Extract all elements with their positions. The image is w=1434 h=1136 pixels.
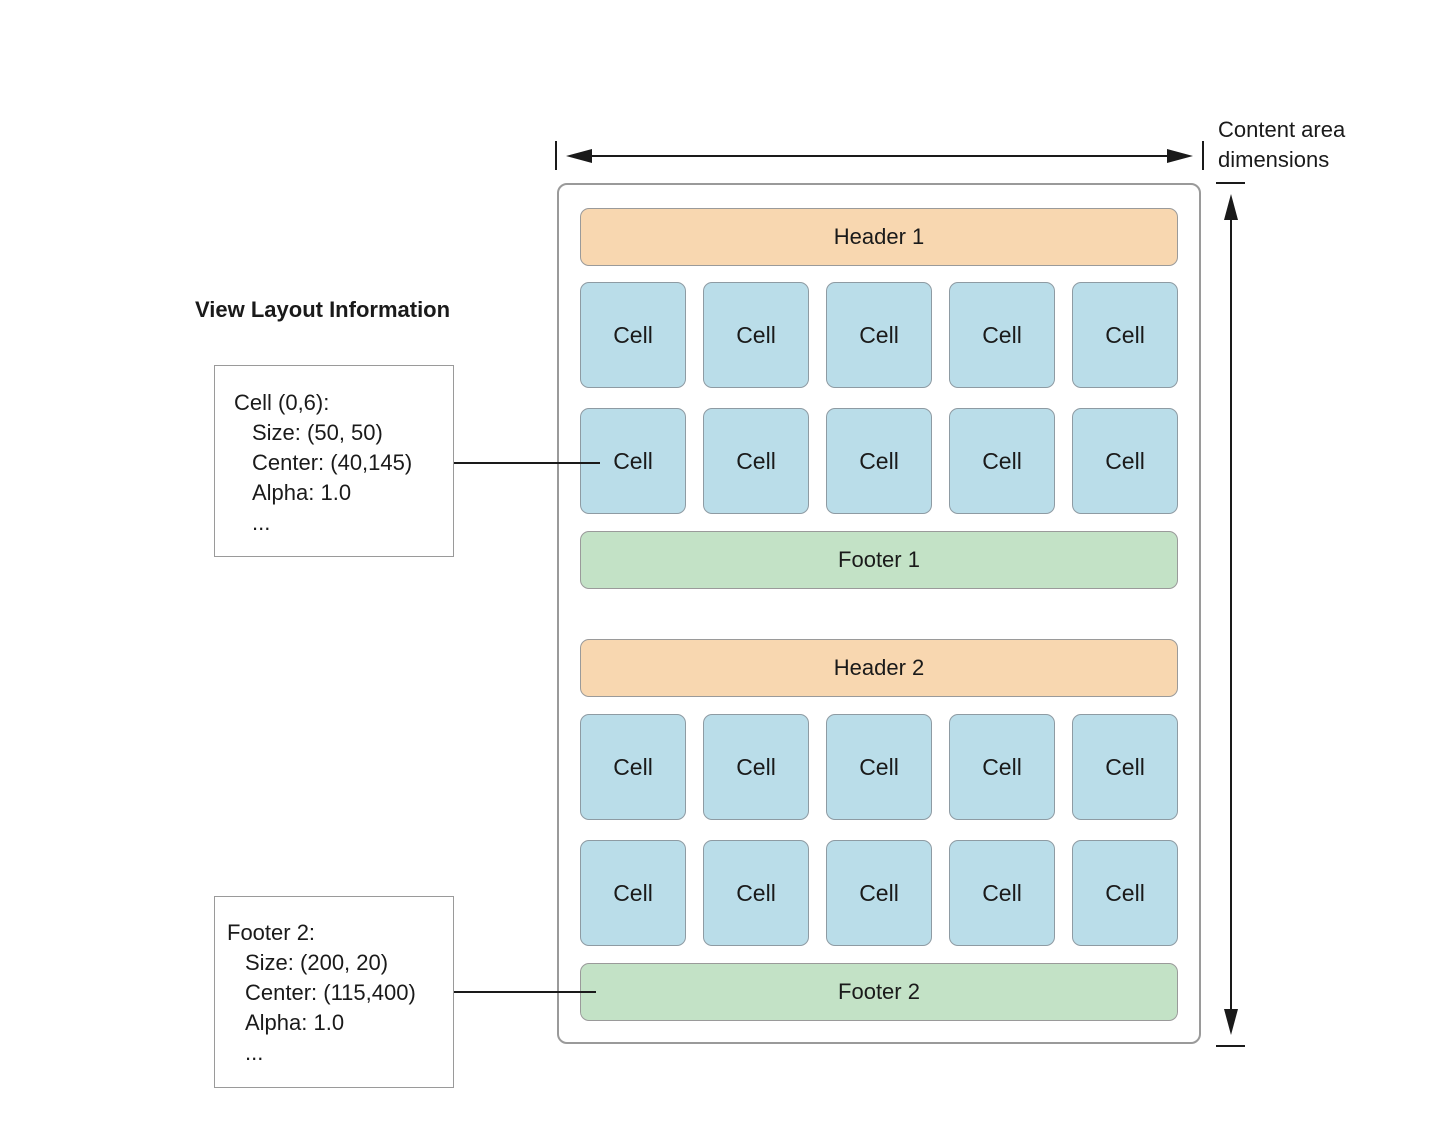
arrowhead-right: [1167, 149, 1193, 163]
dimension-label-line-2: dimensions: [1218, 147, 1330, 172]
info-center: Center: (40,145): [252, 450, 413, 475]
cell: Cell: [826, 840, 932, 946]
info-ellipsis: ...: [252, 510, 271, 535]
cell: Cell: [703, 282, 809, 388]
cell: Cell: [826, 282, 932, 388]
info-size: Size: (200, 20): [245, 950, 389, 975]
section-header-2: Header 2: [580, 639, 1178, 697]
cell: Cell: [949, 714, 1055, 820]
cell: Cell: [1072, 282, 1178, 388]
cell: Cell: [1072, 408, 1178, 514]
cell-layout-info-box: Cell (0,6): Size: (50, 50) Center: (40,1…: [214, 365, 454, 557]
cell: Cell: [703, 408, 809, 514]
cell: Cell: [1072, 840, 1178, 946]
cell-0-6: Cell: [580, 408, 686, 514]
info-box-title: Footer 2:: [227, 920, 316, 945]
info-alpha: Alpha: 1.0: [245, 1010, 345, 1035]
cell: Cell: [949, 282, 1055, 388]
info-size: Size: (50, 50): [252, 420, 383, 445]
section-footer-1: Footer 1: [580, 531, 1178, 589]
section-footer-2: Footer 2: [580, 963, 1178, 1021]
info-ellipsis: ...: [245, 1040, 264, 1065]
cell: Cell: [949, 408, 1055, 514]
cell: Cell: [826, 408, 932, 514]
diagram-title: View Layout Information: [195, 297, 451, 322]
cell: Cell: [1072, 714, 1178, 820]
cell: Cell: [826, 714, 932, 820]
content-area-dimensions-label: Content area dimensions: [1218, 115, 1345, 175]
arrowhead-down: [1224, 1009, 1238, 1035]
cell: Cell: [949, 840, 1055, 946]
info-center: Center: (115,400): [245, 980, 416, 1005]
section-header-1: Header 1: [580, 208, 1178, 266]
footer-layout-info-box: Footer 2: Size: (200, 20) Center: (115,4…: [214, 896, 454, 1088]
cell: Cell: [703, 840, 809, 946]
cell: Cell: [703, 714, 809, 820]
cell: Cell: [580, 282, 686, 388]
info-alpha: Alpha: 1.0: [252, 480, 352, 505]
arrowhead-up: [1224, 194, 1238, 220]
info-box-title: Cell (0,6):: [234, 390, 330, 415]
cell: Cell: [580, 714, 686, 820]
dimension-label-line-1: Content area: [1218, 117, 1346, 142]
cell: Cell: [580, 840, 686, 946]
arrowhead-left: [566, 149, 592, 163]
